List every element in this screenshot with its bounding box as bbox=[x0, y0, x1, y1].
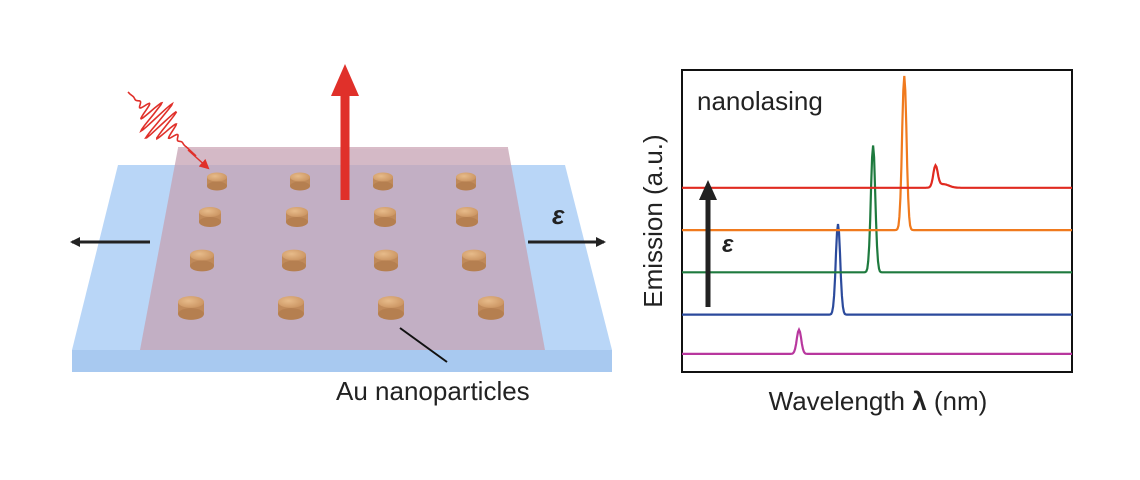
strain-symbol-label: ε bbox=[552, 200, 565, 230]
au-nanoparticle bbox=[373, 172, 393, 191]
device-schematic: ε Au nanoparticles bbox=[70, 64, 612, 406]
pump-pulse-icon bbox=[127, 91, 197, 157]
substrate-front-edge bbox=[72, 350, 612, 372]
au-nanoparticle bbox=[178, 296, 204, 320]
au-nanoparticle bbox=[462, 249, 486, 272]
au-nanoparticle bbox=[378, 296, 404, 320]
y-axis-label: Emission (a.u.) bbox=[638, 134, 668, 307]
spectrum-series-line bbox=[682, 145, 1072, 274]
au-nanoparticle bbox=[290, 172, 310, 191]
pump-arrow bbox=[187, 149, 210, 170]
x-axis-label-symbol: λ bbox=[912, 386, 927, 416]
strain-increase-arrowhead bbox=[699, 180, 717, 200]
x-axis-label-prefix: Wavelength bbox=[769, 386, 913, 416]
x-axis-label: Wavelength λ (nm) bbox=[769, 386, 988, 416]
au-nanoparticle bbox=[374, 207, 396, 227]
au-nanoparticle bbox=[478, 296, 504, 320]
spectrum-series-line bbox=[682, 326, 1072, 355]
au-nanoparticle bbox=[286, 207, 308, 227]
au-nanoparticle bbox=[190, 249, 214, 272]
polymer-film bbox=[140, 148, 545, 350]
spectrum-series-line bbox=[682, 162, 1072, 189]
x-axis-label-unit: (nm) bbox=[927, 386, 988, 416]
au-nanoparticle bbox=[199, 207, 221, 227]
particles-label: Au nanoparticles bbox=[336, 376, 530, 406]
emission-arrow-head bbox=[331, 64, 359, 96]
au-nanoparticle bbox=[374, 249, 398, 272]
au-nanoparticle bbox=[278, 296, 304, 320]
spectra-group bbox=[682, 75, 1072, 355]
au-nanoparticle bbox=[207, 172, 227, 191]
au-nanoparticle bbox=[282, 249, 306, 272]
spectrum-series-line bbox=[682, 75, 1072, 232]
nanolasing-annotation: nanolasing bbox=[697, 86, 823, 116]
nanoparticle-array bbox=[178, 172, 504, 320]
spectrum-series-line bbox=[682, 223, 1072, 316]
plot-strain-symbol: ε bbox=[722, 231, 734, 258]
particle-leader-line bbox=[399, 327, 448, 363]
au-nanoparticle bbox=[456, 207, 478, 227]
emission-spectrum: nanolasing ε Emission (a.u.) Wavelength … bbox=[638, 69, 1073, 416]
au-nanoparticle bbox=[456, 172, 476, 191]
